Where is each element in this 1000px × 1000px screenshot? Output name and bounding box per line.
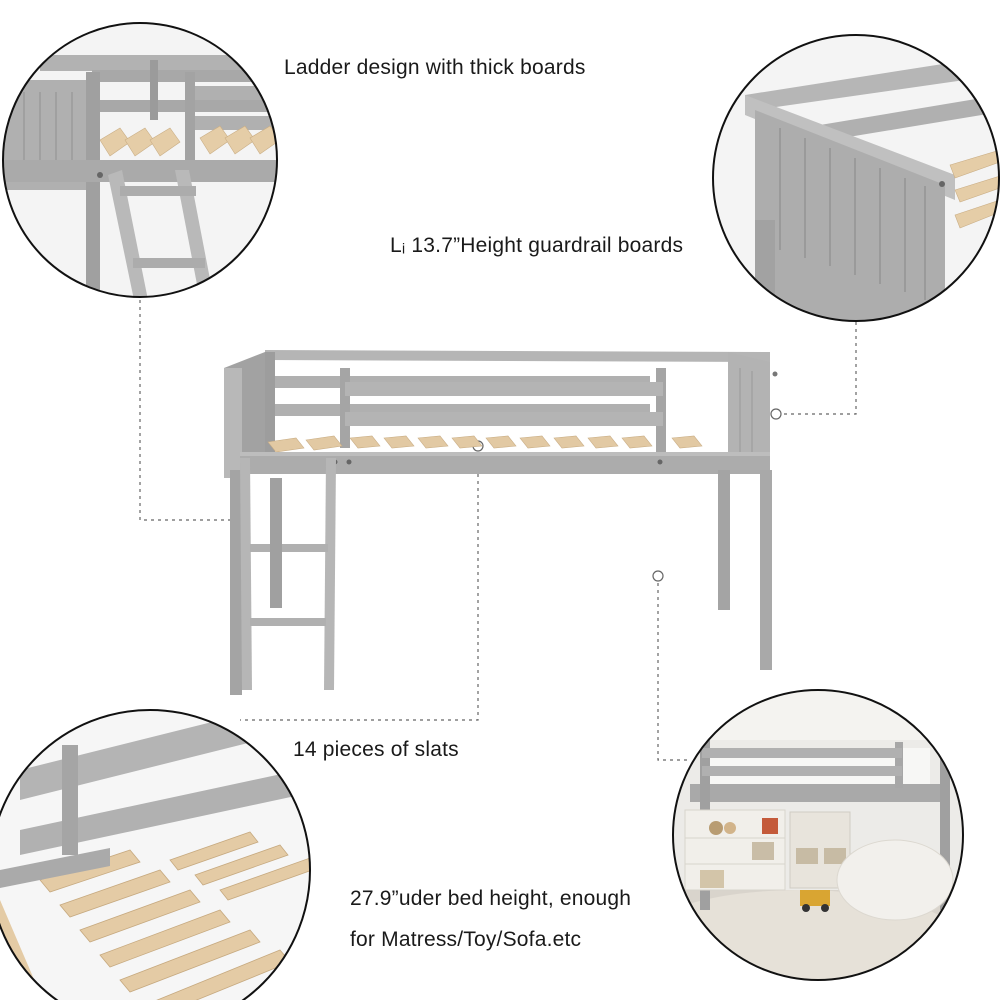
leader-ladder — [139, 300, 240, 521]
caption-slats: 14 pieces of slats — [293, 738, 459, 761]
detail-ladder-zoom — [3, 23, 277, 297]
caption-under-bed: 27.9”uder bed height, enough for Matress… — [350, 878, 631, 960]
leader-guardrail — [776, 322, 857, 415]
caption-under-bed-line1: 27.9”uder bed height, enough — [350, 887, 632, 910]
detail-room-scene — [673, 690, 963, 980]
main-loft-bed — [224, 350, 778, 695]
leader-dot-guardrail — [770, 408, 782, 420]
detail-slats-zoom — [0, 710, 310, 1000]
caption-ladder: Ladder design with thick boards — [284, 56, 586, 79]
leader-dot-under-bed — [652, 570, 664, 582]
detail-guardrail-zoom — [713, 35, 999, 321]
leader-lines — [139, 300, 857, 761]
caption-under-bed-line2: for Matress/Toy/Sofa.etc — [350, 928, 582, 951]
leader-under-bed — [657, 576, 690, 761]
leader-slats — [240, 446, 479, 721]
caption-guardrail: Lᵢ 13.7”Height guardrail boards — [390, 234, 684, 257]
